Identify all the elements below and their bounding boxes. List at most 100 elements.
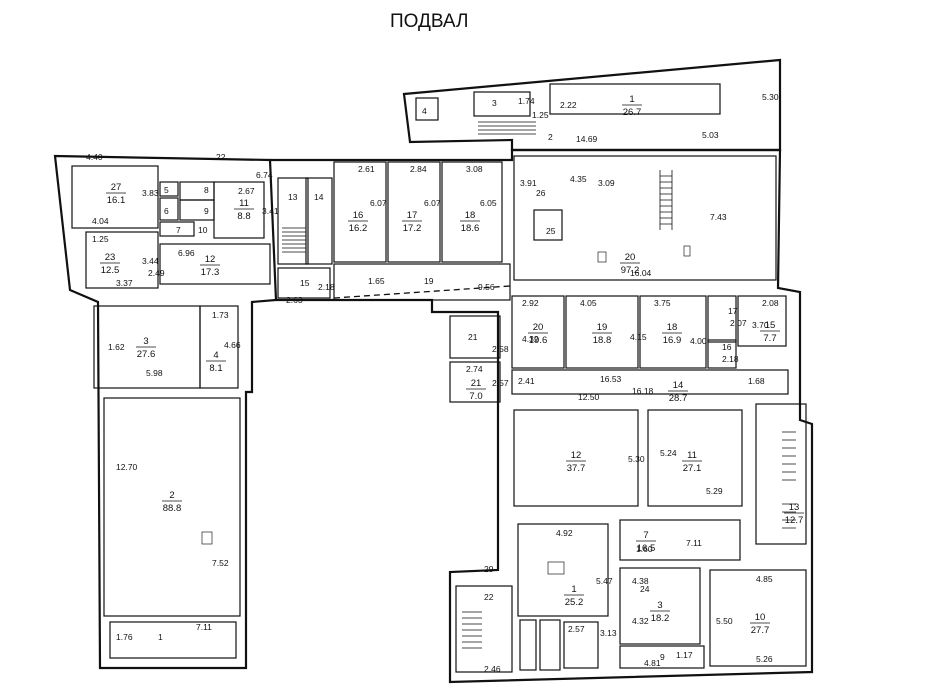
room-area: 7.0 [469,391,482,402]
room-area: 16.1 [107,195,126,206]
dimension-label: 24 [640,584,650,594]
room-21a [449,315,501,359]
dimension-label: 6.07 [424,198,441,208]
room-number: 20 [625,252,636,263]
room-area: 28.7 [669,393,688,404]
dimension-label: 4.04 [92,216,109,226]
room-label-r2: 288.8 [162,490,182,514]
dimension-label: 14.69 [576,134,598,144]
column-1b [547,561,565,575]
room-wc-8 [179,181,215,201]
dimension-label: 1.60 [636,544,653,554]
room-number: 3 [143,336,148,347]
room-14b [511,369,789,395]
dimension-label: 1 [158,632,163,642]
room-number: 27 [111,182,122,193]
stair-room-20 [659,170,673,230]
dimension-label: 1.65 [368,276,385,286]
room-area: 27.6 [137,349,156,360]
plan-title: ПОДВАЛ [390,11,469,32]
room-number: 3 [657,600,662,611]
dimension-label: 6.96 [178,248,195,258]
room-area: 16.5 [637,543,656,554]
dimension-label: 3.83 [142,188,159,198]
room-number: 20 [533,322,544,333]
dimension-label: 8 [204,185,209,195]
room-label-r15b: 157.7 [760,320,780,344]
dimension-label: 4.32 [632,616,649,626]
room-number: 10 [755,612,766,623]
dimension-label: 9 [660,652,665,662]
room-label-r7b: 716.5 [636,530,656,554]
dimension-label: 4.66 [224,340,241,350]
dimension-label: 14 [314,192,324,202]
dimension-label: 2.49 [148,268,165,278]
outer-wall-top-annex [402,58,782,152]
room-1a [109,621,237,659]
room-15b [737,295,787,347]
room-1top [549,83,721,115]
room-20b [511,295,565,369]
dimension-label: 9 [204,206,209,216]
dimension-label: 4.85 [756,574,773,584]
dimension-label: 4 [422,106,427,116]
room-area: 97.2 [621,265,640,276]
room-label-r14b: 14 28.7 [668,380,688,404]
room-wc-9 [179,199,215,221]
dimension-label: 1.25 [92,234,109,244]
stair-room-22 [462,611,482,649]
dimension-label: 2.63 [286,295,303,305]
dimension-label: 4.38 [632,576,649,586]
dimension-label: 2.08 [762,298,779,308]
room-area: 16.9 [663,335,682,346]
dimension-label: 29 [484,564,494,574]
room-area: 18.6 [461,223,480,234]
dimension-label: 5.29 [706,486,723,496]
dimension-label: 16.18 [632,386,654,396]
room-13 [277,177,309,265]
dimension-label: 5.24 [660,448,677,458]
room-20 [513,155,777,281]
room-12a [159,243,271,285]
room-number: 12 [571,450,582,461]
dimension-label: 3.37 [116,278,133,288]
dimension-label: 3.41 [262,206,279,216]
dimension-label: 1.73 [212,310,229,320]
dimension-label: 16.53 [600,374,622,384]
dimension-label: 2.74 [466,364,483,374]
column-2 [201,531,213,545]
dimension-label: 4.32 [522,334,539,344]
stair-room-13b [782,431,796,529]
dimension-label: 26 [536,188,546,198]
dimension-label: 9.56 [478,282,495,292]
room-number: 1 [571,584,576,595]
room-label-r20: 20 97.2 [620,252,640,276]
room-area: 18.2 [651,613,670,624]
room-number: 14 [673,380,684,391]
room-number: 16 [353,210,364,221]
room-19b [565,295,639,369]
dimension-label: 4.92 [556,528,573,538]
dimension-label: 16 [722,342,732,352]
dimension-label: 17 [728,306,738,316]
stair-left [282,227,306,253]
dimension-label: 4.40 [86,152,103,162]
room-11 [213,181,265,239]
dimension-label: 3.08 [466,164,483,174]
room-17 [387,161,441,263]
room-area: 8.8 [237,211,250,222]
room-label-r3b: 318.2 [650,600,670,624]
dimension-label: 7.11 [686,538,702,548]
dimension-label: 3.44 [142,256,159,266]
dimension-label: 4.81 [644,658,661,668]
dimension-label: 2.67 [238,186,255,196]
room-number: 13 [789,502,800,513]
dimension-label: 4.00 [690,336,707,346]
